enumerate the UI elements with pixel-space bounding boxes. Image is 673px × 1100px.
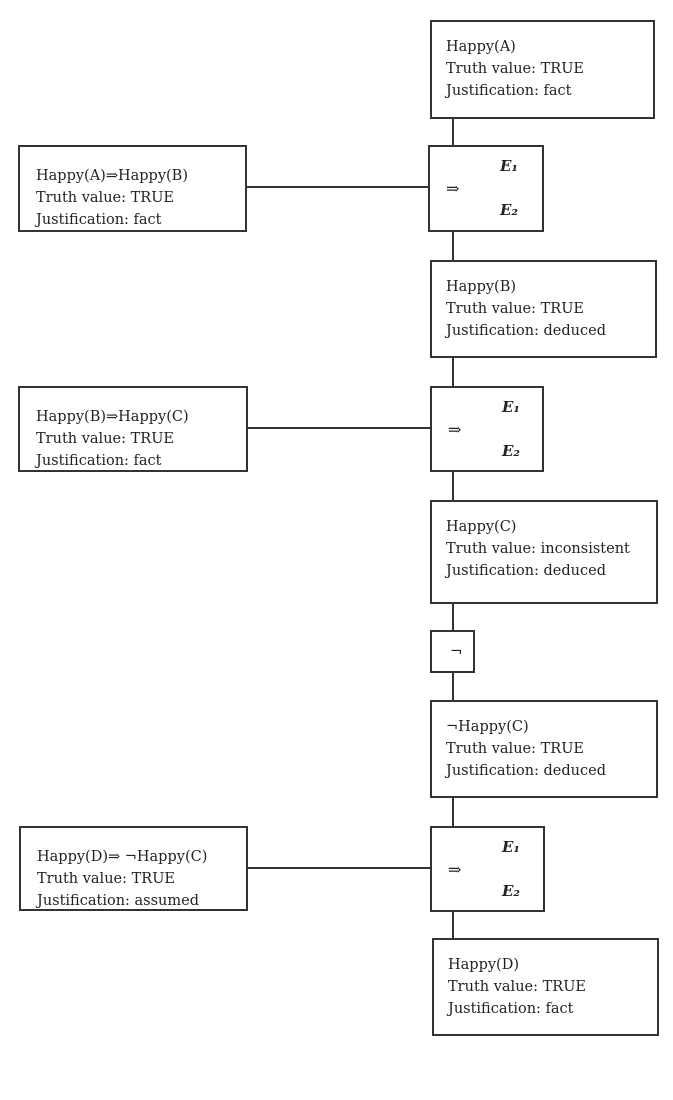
formula: ¬Happy(C) — [446, 719, 529, 735]
truth-value: Truth value: TRUE — [36, 431, 174, 447]
implies-symbol: ⇒ — [448, 860, 462, 879]
formula: Happy(C) — [446, 519, 517, 535]
not-symbol: ¬ — [450, 642, 463, 660]
justification: Justification: fact — [448, 1001, 574, 1017]
formula: Happy(A)⇒Happy(B) — [36, 168, 188, 184]
node-happy-c: Happy(C) Truth value: inconsistent Justi… — [430, 500, 658, 604]
e2-label: E₂ — [500, 201, 519, 219]
implies-symbol: ⇒ — [446, 179, 460, 198]
truth-value: Truth value: TRUE — [448, 979, 586, 995]
truth-value: Truth value: TRUE — [446, 741, 584, 757]
justification: Justification: assumed — [37, 893, 199, 909]
implication-node-2: ⇒ E₁ E₂ — [430, 386, 544, 472]
rule-a-implies-b: Happy(A)⇒Happy(B) Truth value: TRUE Just… — [18, 145, 247, 232]
rule-b-implies-c: Happy(B)⇒Happy(C) Truth value: TRUE Just… — [18, 386, 248, 472]
e2-label: E₂ — [502, 882, 521, 900]
e1-label: E₁ — [502, 398, 521, 416]
justification: Justification: fact — [36, 453, 162, 469]
formula: Happy(D) — [448, 957, 519, 973]
formula: Happy(B) — [446, 279, 517, 295]
formula: Happy(A) — [446, 39, 516, 55]
truth-value: Truth value: TRUE — [446, 61, 584, 77]
rule-connector-1 — [246, 186, 430, 188]
truth-value: Truth value: TRUE — [36, 190, 174, 206]
truth-value: Truth value: TRUE — [37, 871, 175, 887]
node-happy-b: Happy(B) Truth value: TRUE Justification… — [430, 260, 657, 358]
negation-node: ¬ — [430, 630, 475, 673]
formula: Happy(B)⇒Happy(C) — [36, 409, 189, 425]
justification: Justification: deduced — [446, 563, 606, 579]
truth-value: Truth value: inconsistent — [446, 541, 630, 557]
rule-d-implies-not-c: Happy(D)⇒ ¬Happy(C) Truth value: TRUE Ju… — [19, 826, 248, 911]
justification: Justification: deduced — [446, 763, 606, 779]
e1-label: E₁ — [500, 157, 519, 175]
implication-node-1: ⇒ E₁ E₂ — [428, 145, 544, 232]
justification: Justification: fact — [36, 212, 162, 228]
formula: Happy(D)⇒ ¬Happy(C) — [37, 849, 208, 865]
node-happy-a: Happy(A) Truth value: TRUE Justification… — [430, 20, 655, 119]
node-happy-d: Happy(D) Truth value: TRUE Justification… — [432, 938, 659, 1036]
e2-label: E₂ — [502, 442, 521, 460]
justification: Justification: fact — [446, 83, 572, 99]
truth-value: Truth value: TRUE — [446, 301, 584, 317]
rule-connector-2 — [247, 427, 430, 429]
justification: Justification: deduced — [446, 323, 606, 339]
rule-connector-3 — [247, 867, 430, 869]
node-not-happy-c: ¬Happy(C) Truth value: TRUE Justificatio… — [430, 700, 658, 798]
e1-label: E₁ — [502, 838, 521, 856]
implication-node-3: ⇒ E₁ E₂ — [430, 826, 545, 912]
implies-symbol: ⇒ — [448, 420, 462, 439]
